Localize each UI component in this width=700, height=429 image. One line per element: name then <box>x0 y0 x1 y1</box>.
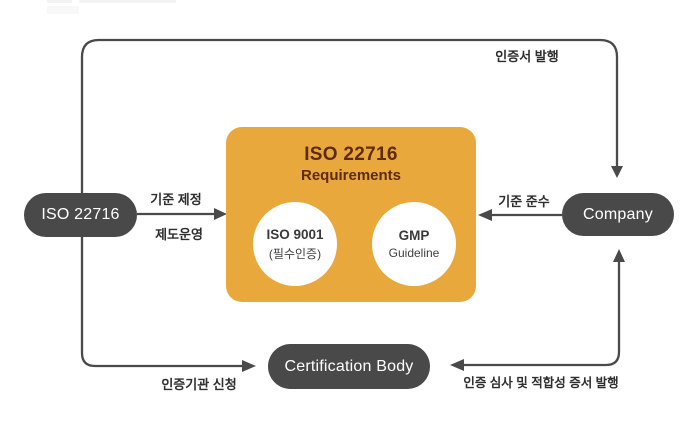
circle-gmp-guideline: GMP Guideline <box>372 202 456 286</box>
label-audit-and-certificate-issuance: 인증 심사 및 적합성 증서 발행 <box>463 376 619 390</box>
crop-artifact <box>79 0 176 3</box>
node-iso-22716-label: ISO 22716 <box>41 206 120 223</box>
crop-artifact <box>47 6 79 14</box>
arrowhead-right-cb <box>242 360 256 372</box>
requirements-box-subtitle: Requirements <box>300 167 402 184</box>
label-standard-enactment: 기준 제정 <box>150 192 202 207</box>
edge-certification-application-line <box>80 236 243 368</box>
arrowhead-right-box <box>214 208 227 220</box>
node-certification-body: Certification Body <box>268 344 430 389</box>
node-certification-body-label: Certification Body <box>284 357 414 375</box>
label-system-operation: 제도운영 <box>155 227 203 242</box>
circle-iso-9001-label: ISO 9001 <box>266 226 324 242</box>
node-iso-22716: ISO 22716 <box>24 193 137 237</box>
label-standard-compliance: 기준 준수 <box>498 194 550 209</box>
node-company-label: Company <box>583 205 653 223</box>
circle-gmp-label: GMP <box>398 228 430 243</box>
requirements-box-title: ISO 22716 <box>304 144 398 165</box>
crop-artifact <box>47 0 72 3</box>
arrowhead-down-company <box>611 166 623 178</box>
edge-certificate-issue-line <box>80 38 619 193</box>
edge-audit-line <box>463 261 621 367</box>
circle-iso-9001-sublabel: (필수인증) <box>268 246 322 261</box>
arrowhead-left-box <box>478 209 492 221</box>
arrowhead-up-company <box>613 249 625 262</box>
circle-gmp-sublabel: Guideline <box>388 246 440 260</box>
circle-iso-9001: ISO 9001 (필수인증) <box>253 202 337 286</box>
arrowhead-left-cb <box>450 359 464 371</box>
node-company: Company <box>562 193 674 236</box>
label-certificate-issuance: 인증서 발행 <box>495 49 559 64</box>
requirements-box: ISO 22716 Requirements ISO 9001 (필수인증) G… <box>226 127 476 302</box>
label-certification-application: 인증기관 신청 <box>161 377 237 392</box>
